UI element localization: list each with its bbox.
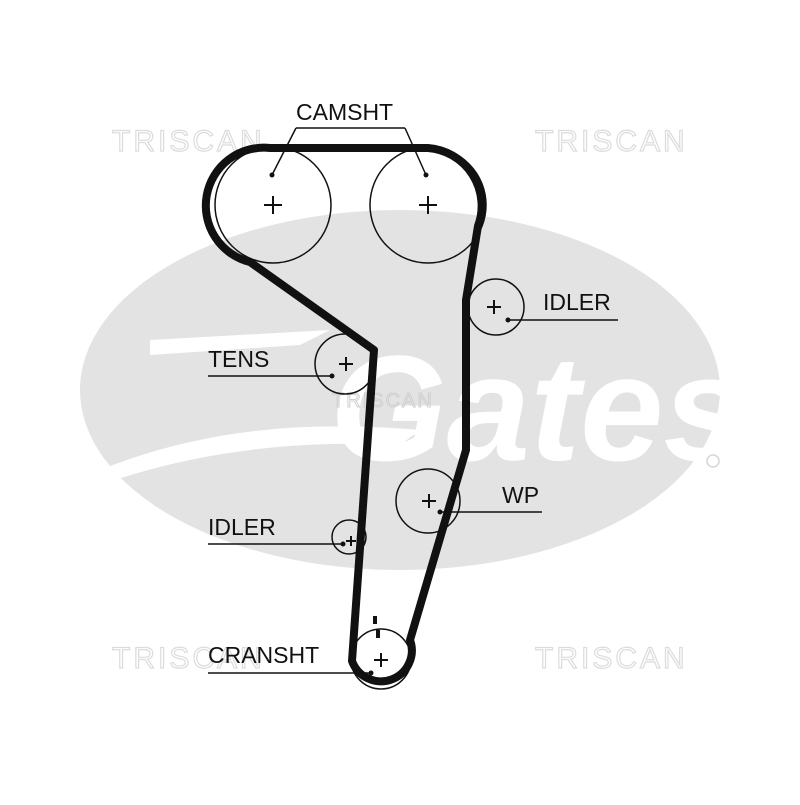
camshaft-left-center-icon bbox=[264, 196, 282, 214]
camshaft-pulley-right bbox=[369, 146, 487, 264]
gates-logo-swoosh-top bbox=[150, 330, 330, 355]
idler-pulley-right bbox=[467, 278, 525, 336]
camshaft-leader-line bbox=[271, 127, 427, 176]
crankshaft-center-icon bbox=[374, 653, 388, 667]
idler-left-center-icon bbox=[346, 536, 356, 546]
camshaft-label: CAMSHT bbox=[296, 99, 393, 125]
triscan-watermark-top-right: TRISCAN bbox=[535, 125, 688, 158]
idler-right-label: IDLER bbox=[543, 289, 611, 315]
tensioner-center-icon bbox=[339, 357, 353, 371]
gates-logo-ellipse bbox=[80, 210, 720, 570]
idler-right-center-icon bbox=[487, 300, 501, 314]
tensioner-pulley bbox=[314, 333, 376, 395]
gates-logo-watermark: Gates bbox=[80, 210, 747, 570]
water-pump-pulley bbox=[395, 468, 461, 534]
camshaft-right-center-icon bbox=[419, 196, 437, 214]
triscan-watermark-bottom-left: TRISCAN bbox=[112, 642, 265, 675]
water-pump-center-icon bbox=[422, 494, 436, 508]
triscan-watermark-center: TRISCAN bbox=[332, 390, 434, 412]
tensioner-label: TENS bbox=[208, 346, 269, 372]
triscan-watermark-bottom-right: TRISCAN bbox=[535, 642, 688, 675]
crankshaft-tdc-mark-top bbox=[373, 616, 377, 624]
crankshaft-pulley bbox=[350, 628, 412, 690]
crankshaft-label: CRANSHT bbox=[208, 642, 319, 668]
water-pump-label: WP bbox=[502, 482, 539, 508]
crankshaft-tdc-mark-bottom bbox=[376, 630, 380, 638]
timing-belt bbox=[201, 143, 486, 686]
gates-logo-swoosh-bottom bbox=[100, 426, 420, 485]
gates-logo-text: Gates bbox=[330, 324, 747, 492]
idler-pulley-left bbox=[331, 519, 367, 555]
camshaft-pulley-left bbox=[214, 146, 332, 264]
registered-mark-icon bbox=[706, 454, 720, 468]
idler-left-label: IDLER bbox=[208, 514, 276, 540]
